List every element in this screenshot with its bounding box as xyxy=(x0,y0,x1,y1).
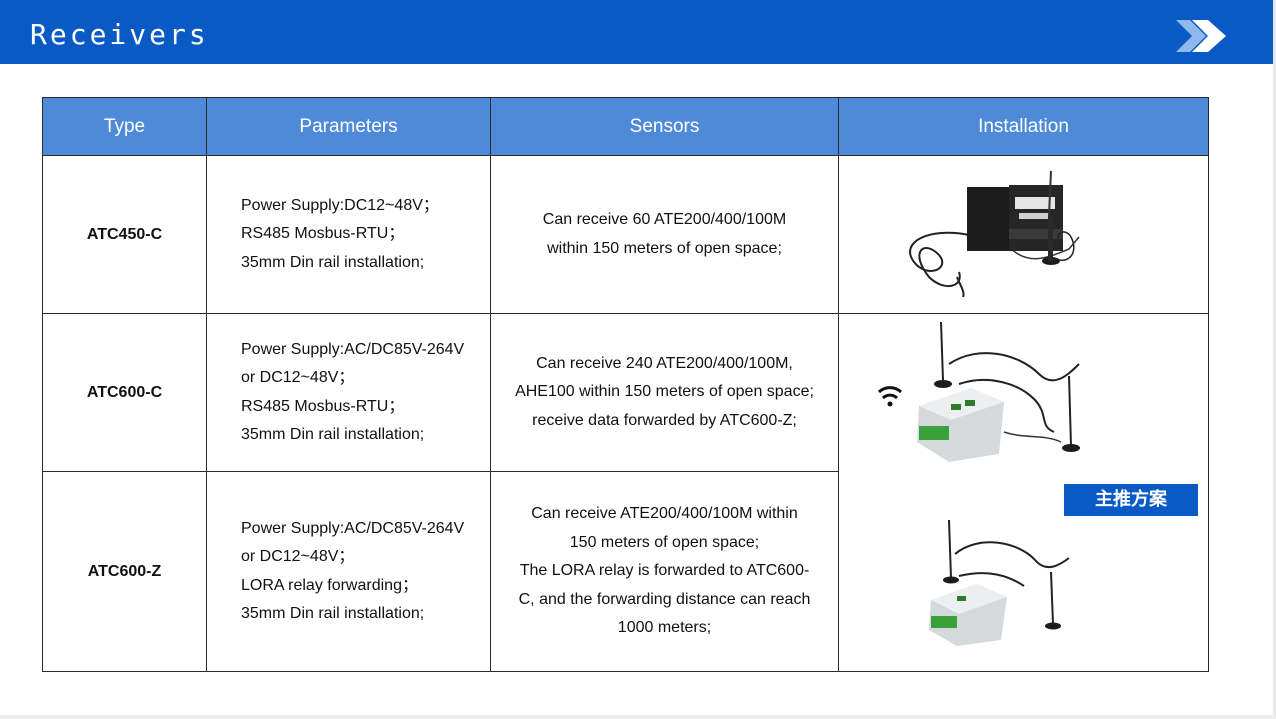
sensors-cell: Can receive 240 ATE200/400/100M, AHE100 … xyxy=(490,313,839,472)
column-header-parameters: Parameters xyxy=(206,97,491,156)
table-row: ATC600-Z Power Supply:AC/DC85V-264V or D… xyxy=(42,471,1209,672)
page-edge xyxy=(1273,0,1276,719)
sensor-line: C, and the forwarding distance can reach xyxy=(518,590,811,608)
param-line: Power Supply:AC/DC85V-264V xyxy=(241,519,465,537)
table-row: ATC600-C Power Supply:AC/DC85V-264V or D… xyxy=(42,313,1209,672)
page-bottom-edge xyxy=(0,715,1276,719)
param-line: or DC12~48V； xyxy=(241,369,355,386)
sensors-cell: Can receive ATE200/400/100M within 150 m… xyxy=(490,471,839,672)
sensor-line: within 150 meters of open space; xyxy=(547,239,782,257)
param-line: 35mm Din rail installation; xyxy=(241,426,425,443)
sensor-line: 150 meters of open space; xyxy=(569,533,760,551)
column-header-sensors: Sensors xyxy=(490,97,839,156)
param-line: Power Supply:DC12~48V； xyxy=(241,196,439,214)
column-header-installation: Installation xyxy=(838,97,1209,156)
parameters-cell: Power Supply:DC12~48V； RS485 Mosbus-RTU；… xyxy=(206,155,491,314)
param-line: LORA relay forwarding； xyxy=(241,576,418,594)
page-title: Receivers xyxy=(30,18,209,51)
receivers-table: Type Parameters Sensors Installation ATC… xyxy=(42,97,1209,672)
parameters-cell: Power Supply:AC/DC85V-264V or DC12~48V； … xyxy=(206,471,491,672)
param-line: RS485 Mosbus-RTU； xyxy=(241,397,405,415)
sensor-line: The LORA relay is forwarded to ATC600- xyxy=(519,562,810,580)
parameters-cell: Power Supply:AC/DC85V-264V or DC12~48V； … xyxy=(206,313,491,472)
sensors-cell: Can receive 60 ATE200/400/100M within 15… xyxy=(490,155,839,314)
type-cell: ATC450-C xyxy=(42,155,207,314)
installation-cell: 主推方案 xyxy=(838,313,1209,672)
header-bar: Receivers xyxy=(0,0,1273,64)
sensor-line: receive data forwarded by ATC600-Z; xyxy=(532,411,797,429)
column-header-type: Type xyxy=(42,97,207,156)
param-line: or DC12~48V； xyxy=(241,548,355,565)
atc450-device-image xyxy=(909,170,1080,297)
recommended-badge: 主推方案 xyxy=(1064,484,1198,516)
sensor-line: Can receive ATE200/400/100M within xyxy=(531,505,798,523)
table-row: ATC450-C Power Supply:DC12~48V； RS485 Mo… xyxy=(42,155,1209,314)
sensor-line: AHE100 within 150 meters of open space; xyxy=(515,383,814,401)
sensor-line: Can receive 60 ATE200/400/100M xyxy=(542,211,787,228)
param-line: 35mm Din rail installation; xyxy=(241,253,425,271)
param-line: 35mm Din rail installation; xyxy=(241,605,425,622)
sensor-line: Can receive 240 ATE200/400/100M, xyxy=(536,354,793,372)
wifi-icon xyxy=(877,386,903,407)
type-cell: ATC600-C xyxy=(42,313,207,472)
type-cell: ATC600-Z xyxy=(42,471,207,672)
table-header-row: Type Parameters Sensors Installation xyxy=(42,97,1209,156)
param-line: RS485 Mosbus-RTU； xyxy=(241,225,405,243)
sensor-line: 1000 meters; xyxy=(617,619,712,637)
installation-cell xyxy=(838,155,1209,314)
param-line: Power Supply:AC/DC85V-264V xyxy=(241,340,465,358)
atc600-device-images xyxy=(877,321,1080,646)
double-chevron-right-icon xyxy=(1176,20,1226,52)
